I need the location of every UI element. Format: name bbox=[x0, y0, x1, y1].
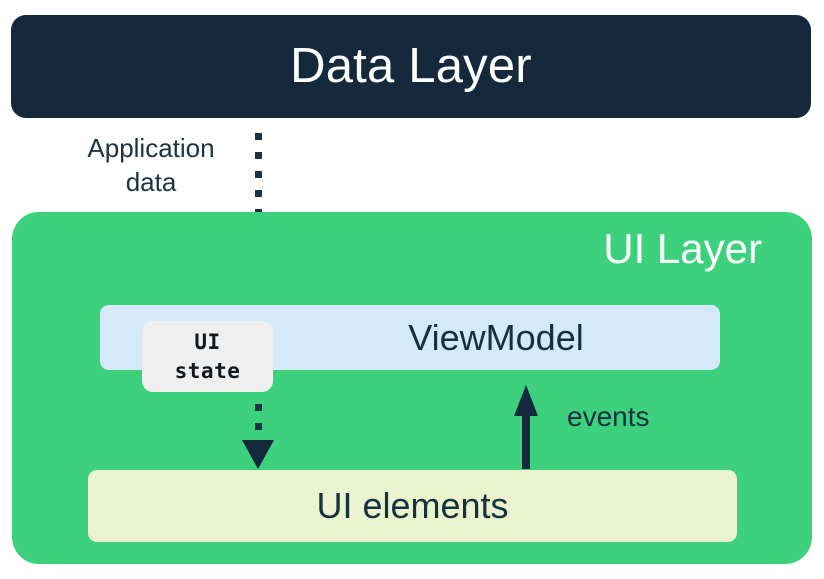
arrowhead-down-icon bbox=[242, 440, 274, 469]
application-data-label: Application data bbox=[60, 131, 242, 200]
events-arrow-up-icon bbox=[514, 385, 538, 469]
ui-state-line2: state bbox=[174, 358, 241, 383]
dot bbox=[255, 133, 262, 140]
view-model-label: ViewModel bbox=[408, 316, 584, 358]
ui-state-chip: UI state bbox=[142, 321, 273, 392]
events-label: events bbox=[567, 401, 650, 432]
data-layer-label: Data Layer bbox=[290, 39, 532, 93]
application-data-line2: data bbox=[125, 167, 177, 198]
arrow-shaft bbox=[522, 410, 530, 469]
ui-state-dotted-arrow bbox=[242, 404, 274, 469]
ui-elements-box: UI elements bbox=[88, 470, 737, 542]
data-layer-box: Data Layer bbox=[11, 15, 811, 118]
dot bbox=[255, 152, 262, 159]
ui-layer-label: UI Layer bbox=[603, 225, 762, 272]
ui-state-line1: UI bbox=[194, 330, 221, 355]
application-data-line1: Application bbox=[87, 133, 215, 163]
dot bbox=[255, 190, 262, 197]
dot bbox=[255, 404, 262, 411]
ui-elements-label: UI elements bbox=[316, 485, 509, 526]
dot bbox=[255, 171, 262, 178]
dot bbox=[255, 423, 262, 430]
